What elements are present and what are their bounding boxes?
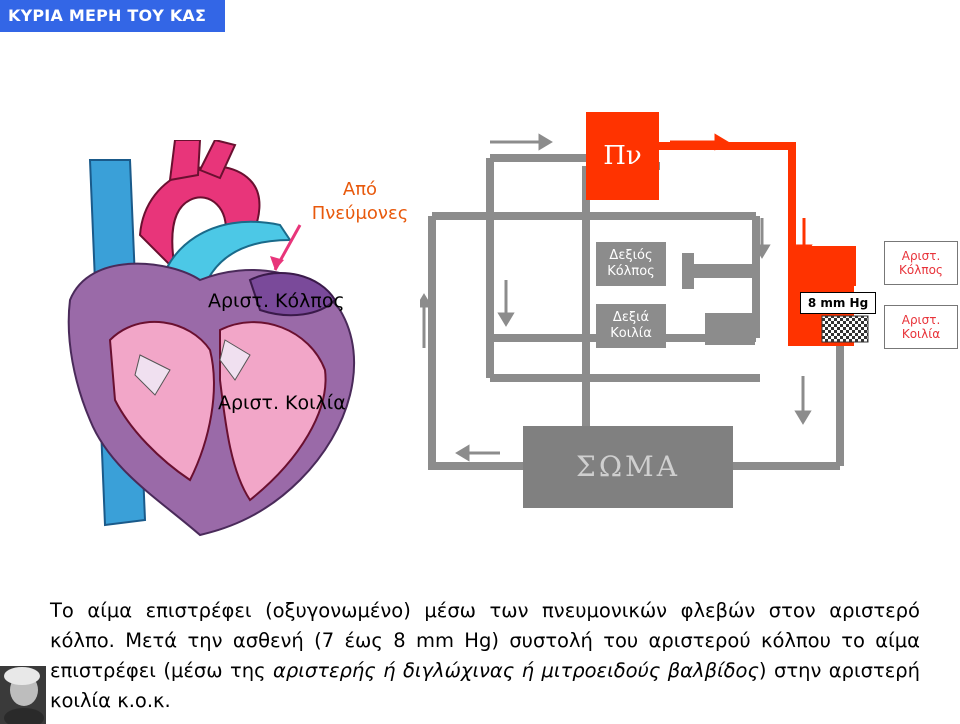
portrait-thumbnail (0, 666, 46, 724)
left-ventricle-label: Αριστ. Κοιλία (218, 392, 346, 414)
paragraph-text-part2: ) στην αριστερή κοιλία κ.ο.κ. (50, 659, 920, 712)
body-box-label: ΣΩΜΑ (576, 450, 680, 483)
left-atrium-box: Αριστ. Κόλπος (884, 241, 958, 285)
from-lungs-label: Από Πνεύμονες (311, 179, 409, 224)
heart-illustration (67, 140, 356, 537)
explanation-paragraph: Το αίμα επιστρέφει (οξυγονωμένο) μέσω τω… (50, 596, 920, 716)
pressure-label: 8 mm Hg (800, 292, 876, 314)
paragraph-text-part1: Το αίμα επιστρέφει (οξυγονωμένο) μέσω τω… (50, 599, 920, 682)
right-ventricle-box: Δεξιά Κοιλία (610, 310, 652, 341)
left-atrium-label: Αριστ. Κόλπος (208, 290, 345, 312)
valve-names-italic: αριστερής ή διγλώχινας ή μιτροειδούς βαλ… (273, 659, 759, 682)
right-atrium-box: Δεξιός Κόλπος (607, 248, 655, 279)
lungs-box-label: Πν (603, 141, 642, 171)
left-ventricle-box: Αριστ. Κοιλία (884, 305, 958, 349)
slide-title-banner: ΚΥΡΙΑ ΜΕΡΗ ΤΟΥ ΚΑΣ (0, 0, 225, 32)
